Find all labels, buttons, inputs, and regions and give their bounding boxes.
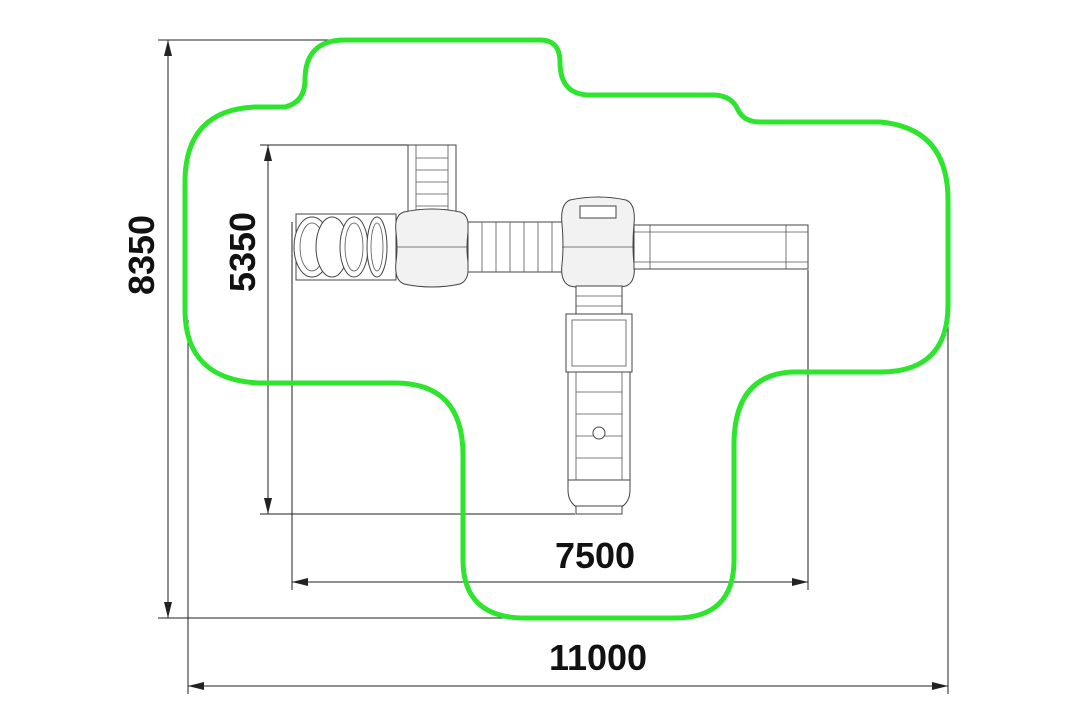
lower-platform-inner [571, 319, 627, 367]
tunnel-ring-inner [370, 222, 384, 272]
dimension-labels: 11000 8350 7500 5350 [121, 212, 647, 678]
total-height-arrow-bottom [164, 602, 172, 618]
right-tower-roof [579, 205, 617, 219]
right-tower-platform [561, 196, 635, 290]
bridge-frame [467, 221, 565, 273]
bottom-slide-bed [567, 371, 631, 481]
total-height-label: 8350 [121, 215, 162, 295]
total-width-arrow-left [188, 682, 204, 690]
connector-stairs [575, 285, 623, 315]
bottom-slide [567, 371, 631, 515]
right-slide [633, 224, 809, 270]
bottom-slide-marker [592, 426, 606, 440]
equipment-height-arrow-top [264, 145, 272, 161]
tunnel-ring [366, 216, 388, 278]
equipment-width-arrow-left [292, 578, 308, 586]
equipment-width-label: 7500 [555, 535, 635, 576]
bottom-slide-foot [575, 505, 623, 515]
tunnel-ring [339, 216, 369, 278]
total-height-arrow-top [164, 40, 172, 56]
left-tower-platform [395, 208, 469, 288]
tube-tunnel [293, 213, 397, 281]
top-ladder-frame [407, 144, 457, 214]
lower-platform [565, 313, 633, 373]
top-ladder [407, 144, 457, 214]
play-equipment [293, 144, 809, 515]
tunnel-ring-inner [344, 222, 364, 272]
safety-zone-outline [182, 37, 951, 621]
equipment-height-label: 5350 [222, 212, 263, 292]
lower-platform-deck [565, 313, 633, 373]
bridge [467, 221, 565, 273]
right-tower [561, 196, 635, 290]
total-width-arrow-right [932, 682, 948, 690]
equipment-width-arrow-right [792, 578, 808, 586]
total-width-label: 11000 [549, 637, 647, 678]
connector-stairs-frame [575, 285, 623, 315]
dimension-lines [158, 39, 949, 694]
equipment-height-arrow-bottom [264, 498, 272, 514]
left-tower [395, 208, 469, 288]
